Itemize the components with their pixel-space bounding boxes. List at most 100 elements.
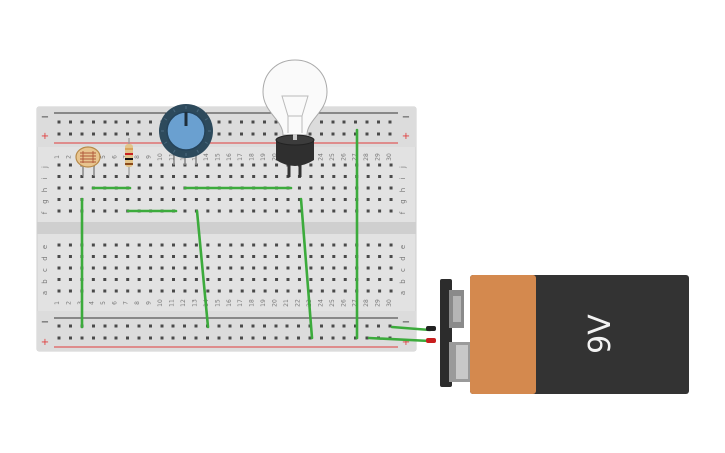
terminal-hole[interactable]: [183, 175, 187, 178]
battery-lead-red[interactable]: [426, 338, 436, 343]
terminal-hole[interactable]: [229, 243, 233, 247]
terminal-hole[interactable]: [217, 289, 221, 293]
terminal-hole[interactable]: [275, 175, 279, 178]
terminal-hole[interactable]: [137, 266, 141, 270]
rail-hole[interactable]: [114, 120, 118, 124]
rail-hole[interactable]: [274, 324, 278, 328]
rail-hole[interactable]: [388, 324, 392, 328]
terminal-hole[interactable]: [217, 198, 221, 201]
terminal-hole[interactable]: [263, 198, 267, 201]
terminal-hole[interactable]: [57, 255, 61, 258]
terminal-hole[interactable]: [229, 175, 233, 178]
rail-hole[interactable]: [354, 324, 357, 328]
rail-hole[interactable]: [57, 132, 61, 136]
terminal-hole[interactable]: [137, 243, 141, 247]
terminal-hole[interactable]: [91, 209, 95, 213]
terminal-hole[interactable]: [160, 198, 164, 201]
terminal-hole[interactable]: [275, 255, 279, 258]
terminal-hole[interactable]: [389, 243, 393, 247]
light-bulb-icon[interactable]: [262, 59, 328, 136]
rail-hole[interactable]: [331, 120, 335, 124]
terminal-hole[interactable]: [309, 209, 313, 213]
terminal-hole[interactable]: [126, 255, 130, 258]
terminal-hole[interactable]: [126, 243, 130, 247]
rail-hole[interactable]: [377, 324, 380, 328]
terminal-hole[interactable]: [103, 278, 107, 281]
terminal-hole[interactable]: [126, 266, 130, 270]
terminal-hole[interactable]: [183, 266, 187, 270]
rail-hole[interactable]: [263, 324, 266, 328]
terminal-hole[interactable]: [275, 198, 279, 201]
rail-hole[interactable]: [240, 336, 243, 340]
terminal-hole[interactable]: [114, 163, 118, 167]
terminal-hole[interactable]: [332, 243, 336, 247]
terminal-hole[interactable]: [206, 255, 210, 258]
rail-hole[interactable]: [217, 324, 221, 328]
terminal-hole[interactable]: [91, 266, 95, 270]
terminal-hole[interactable]: [206, 289, 210, 293]
terminal-hole[interactable]: [252, 289, 256, 293]
rail-hole[interactable]: [308, 132, 312, 136]
rail-hole[interactable]: [114, 336, 118, 340]
terminal-hole[interactable]: [389, 163, 393, 167]
terminal-hole[interactable]: [309, 255, 313, 258]
terminal-hole[interactable]: [206, 278, 210, 281]
terminal-hole[interactable]: [320, 289, 324, 293]
terminal-hole[interactable]: [240, 255, 244, 258]
terminal-hole[interactable]: [366, 186, 370, 190]
terminal-hole[interactable]: [240, 266, 244, 270]
terminal-hole[interactable]: [149, 289, 153, 293]
battery-9v[interactable]: [426, 275, 689, 394]
terminal-hole[interactable]: [183, 243, 187, 247]
terminal-hole[interactable]: [297, 255, 301, 258]
terminal-hole[interactable]: [286, 278, 290, 281]
rail-hole[interactable]: [137, 132, 141, 136]
terminal-hole[interactable]: [137, 163, 141, 167]
rail-hole[interactable]: [365, 120, 369, 124]
terminal-hole[interactable]: [194, 278, 198, 281]
rail-hole[interactable]: [160, 336, 164, 340]
rail-hole[interactable]: [308, 336, 312, 340]
terminal-hole[interactable]: [332, 186, 336, 190]
terminal-hole[interactable]: [114, 289, 118, 293]
terminal-hole[interactable]: [252, 163, 256, 167]
terminal-hole[interactable]: [114, 255, 118, 258]
terminal-hole[interactable]: [229, 255, 233, 258]
terminal-hole[interactable]: [114, 266, 118, 270]
terminal-hole[interactable]: [229, 289, 233, 293]
rail-hole[interactable]: [388, 132, 392, 136]
rail-hole[interactable]: [126, 120, 129, 124]
terminal-hole[interactable]: [114, 198, 118, 201]
terminal-hole[interactable]: [172, 243, 175, 247]
terminal-hole[interactable]: [57, 198, 61, 201]
terminal-hole[interactable]: [343, 209, 347, 213]
terminal-hole[interactable]: [366, 243, 370, 247]
terminal-hole[interactable]: [206, 209, 210, 213]
terminal-hole[interactable]: [343, 278, 347, 281]
terminal-hole[interactable]: [240, 163, 244, 167]
terminal-hole[interactable]: [172, 278, 175, 281]
rail-hole[interactable]: [331, 336, 335, 340]
terminal-hole[interactable]: [114, 278, 118, 281]
rail-hole[interactable]: [377, 120, 380, 124]
terminal-hole[interactable]: [263, 289, 267, 293]
terminal-hole[interactable]: [378, 209, 382, 213]
rail-hole[interactable]: [137, 120, 141, 124]
terminal-hole[interactable]: [103, 289, 107, 293]
terminal-hole[interactable]: [103, 198, 107, 201]
terminal-hole[interactable]: [320, 255, 324, 258]
terminal-hole[interactable]: [160, 289, 164, 293]
terminal-hole[interactable]: [343, 175, 347, 178]
rail-hole[interactable]: [183, 336, 186, 340]
terminal-hole[interactable]: [160, 243, 164, 247]
terminal-hole[interactable]: [275, 266, 279, 270]
terminal-hole[interactable]: [320, 266, 324, 270]
rail-hole[interactable]: [57, 336, 61, 340]
terminal-hole[interactable]: [160, 278, 164, 281]
terminal-hole[interactable]: [183, 209, 187, 213]
terminal-hole[interactable]: [217, 278, 221, 281]
terminal-hole[interactable]: [183, 289, 187, 293]
terminal-hole[interactable]: [263, 255, 267, 258]
terminal-hole[interactable]: [217, 266, 221, 270]
terminal-hole[interactable]: [91, 175, 95, 178]
